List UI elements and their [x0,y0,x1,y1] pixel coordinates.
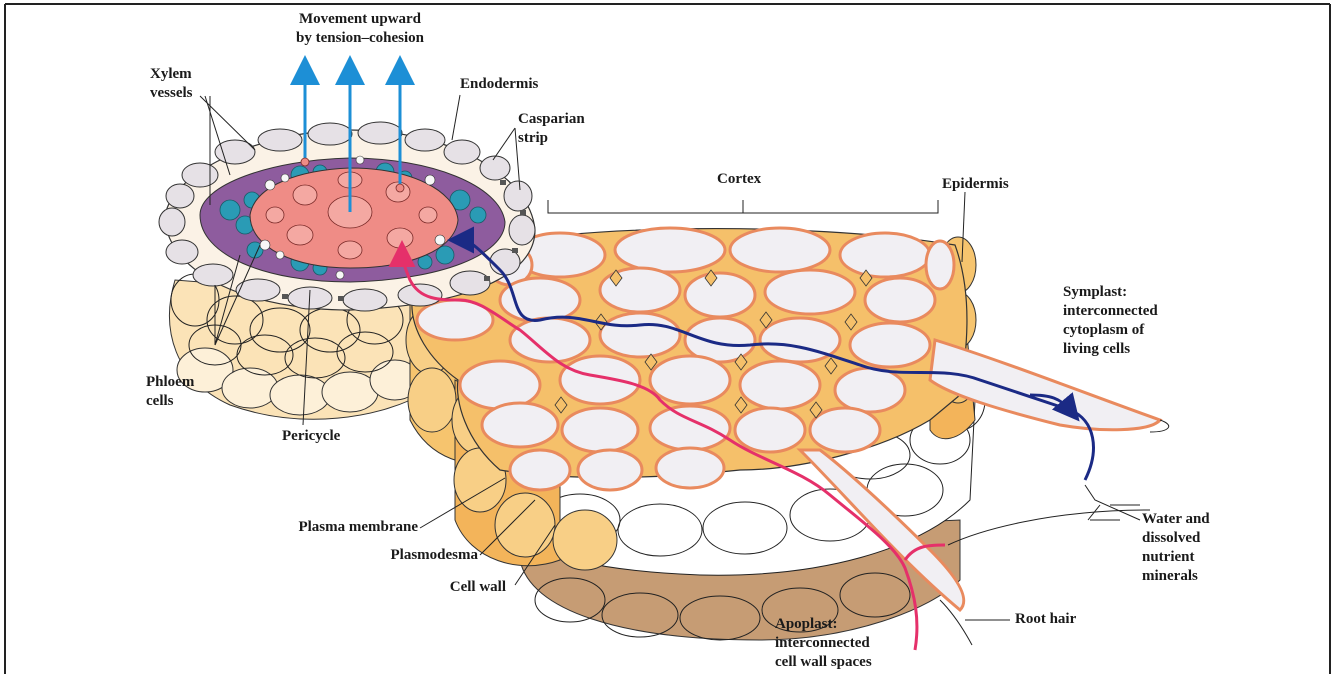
stele [159,122,535,311]
endodermis-label: Endodermis [460,75,538,94]
symplast-label: Symplast: interconnected cytoplasm of li… [1063,283,1158,359]
epidermis-label: Epidermis [942,175,1009,194]
water-label: Water and dissolved nutrient minerals [1142,510,1210,586]
movement-label: Movement upward by tension–cohesion [270,10,450,48]
plasmodesma-label: Plasmodesma [340,546,478,565]
apoplast-label: Apoplast: interconnected cell wall space… [775,615,872,672]
pericycle-label: Pericycle [282,427,340,446]
cell-wall-label: Cell wall [410,578,506,597]
casparian-strip-label: Casparian strip [518,110,585,148]
root-hair-label: Root hair [1015,610,1076,629]
xylem-vessels-label: Xylem vessels [150,65,193,103]
phloem-cells-label: Phloem cells [146,373,194,411]
water-bracket [1085,485,1140,520]
plasma-membrane-label: Plasma membrane [260,518,418,537]
cortex-label: Cortex [717,170,761,189]
